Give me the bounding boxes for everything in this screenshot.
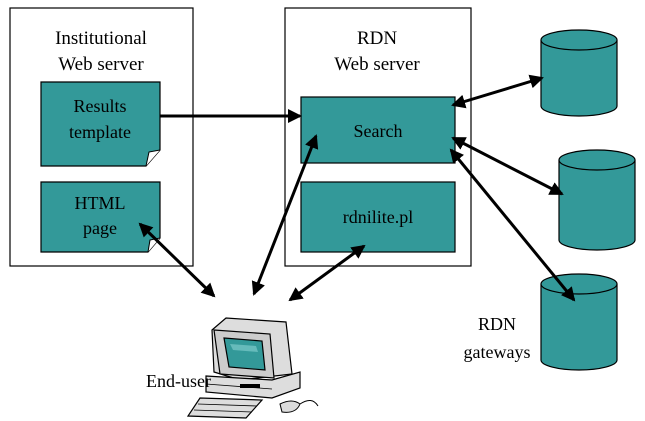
gateway-cylinder-3 [540, 273, 618, 371]
rdn-web-server: RDN Web server Search rdnilite.pl [284, 7, 472, 267]
institutional-server-title-line1: Institutional [55, 28, 147, 49]
gateways-label-line2: gateways [464, 342, 531, 362]
search-box [300, 96, 456, 164]
html-page-label-line1: HTML [75, 193, 126, 213]
computer-icon [186, 317, 319, 419]
institutional-server-title-line2: Web server [58, 54, 144, 75]
html-page-label-line2: page [83, 218, 117, 238]
gateway-cylinder-2 [558, 149, 636, 251]
gateway-cylinder-1 [540, 29, 618, 117]
gateways-label-line1: RDN [478, 314, 516, 334]
rdn-server-title-line2: Web server [334, 54, 420, 75]
arrow-rdnilite-enduser [288, 244, 366, 302]
institutional-web-server: Institutional Web server Results templat… [9, 7, 194, 267]
results-template-label-line2: template [69, 122, 131, 142]
search-label: Search [354, 121, 403, 141]
arrow-htmlpage-enduser [138, 222, 216, 298]
end-user-label: End-user [146, 371, 211, 391]
arrow-search-enduser [251, 134, 319, 296]
rdn-server-title-line1: RDN [357, 28, 397, 49]
arrow-search-gateway3 [449, 148, 576, 302]
rdnilite-script-label: rdnilite.pl [343, 207, 414, 227]
html-page-document: HTML page [40, 181, 161, 253]
results-template-document: Results template [40, 81, 161, 167]
arrow-search-gateway1 [451, 74, 544, 109]
results-template-label-line1: Results [73, 96, 126, 116]
results-template-fold [145, 149, 161, 167]
